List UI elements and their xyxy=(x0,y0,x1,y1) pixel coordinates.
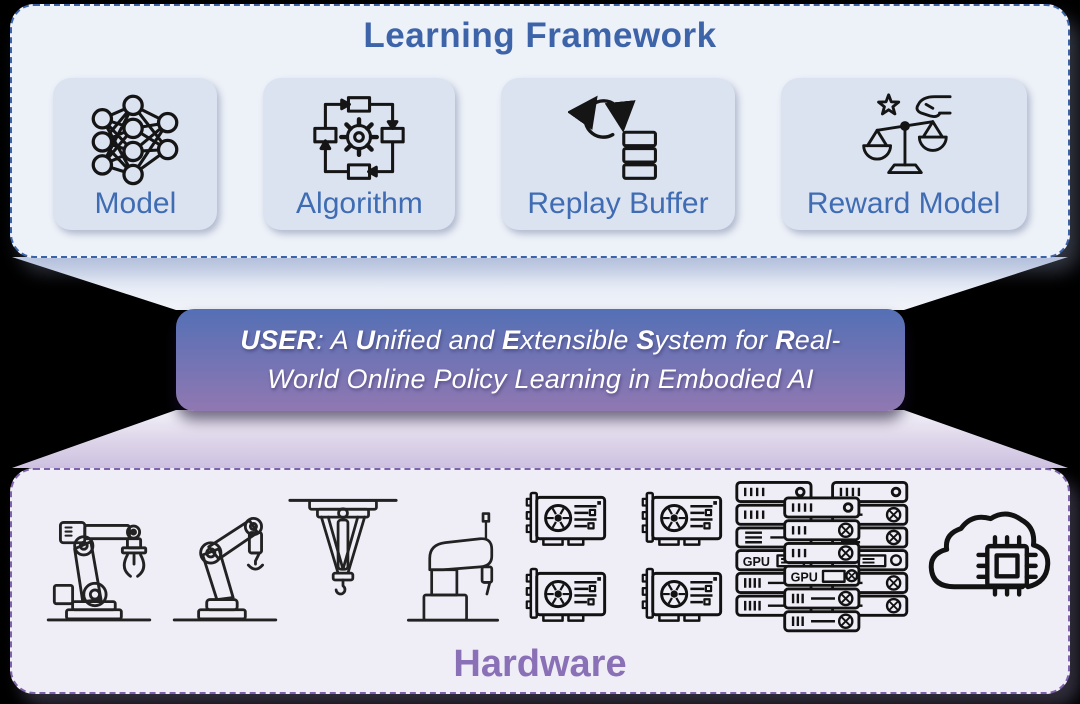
delta-robot-icon xyxy=(284,484,402,618)
cloud-chip-icon xyxy=(917,500,1062,612)
industrial-robot-arm-icon xyxy=(38,494,160,626)
model-card: Model xyxy=(53,78,218,230)
server-rack-icon: GPU GPU xyxy=(734,480,912,638)
reward-model-card: Reward Model xyxy=(780,78,1027,230)
algorithm-cycle-icon xyxy=(309,88,409,187)
algorithm-card: Algorithm xyxy=(263,78,456,230)
svg-text:GPU: GPU xyxy=(743,555,770,569)
hardware-panel: GPU GPU xyxy=(10,468,1070,694)
replay-buffer-card: Replay Buffer xyxy=(501,78,735,230)
neural-network-icon xyxy=(85,88,185,187)
articulated-robot-arm-icon xyxy=(164,494,286,626)
framework-to-banner-funnel xyxy=(12,257,1068,310)
card-label: Replay Buffer xyxy=(527,187,709,220)
banner-to-hardware-funnel xyxy=(12,410,1068,468)
framework-cards-row: Model xyxy=(12,78,1068,230)
gpu-card-icon xyxy=(630,566,736,628)
gpu-card-icon xyxy=(514,490,620,552)
card-label: Model xyxy=(94,187,177,220)
reward-scale-icon xyxy=(852,88,956,187)
framework-title: Learning Framework xyxy=(363,16,717,55)
learning-framework-panel: Learning Framework Model xyxy=(10,4,1070,258)
scara-robot-icon xyxy=(394,500,512,626)
user-system-banner: USER: A Unified and Extensible System fo… xyxy=(176,309,905,411)
gpu-card-icon xyxy=(514,566,620,628)
banner-text: USER: A Unified and Extensible System fo… xyxy=(240,324,841,394)
svg-text:GPU: GPU xyxy=(791,571,818,585)
card-label: Algorithm xyxy=(296,187,423,220)
gpu-cluster xyxy=(514,490,736,628)
card-label: Reward Model xyxy=(806,187,1001,220)
gpu-card-icon xyxy=(630,490,736,552)
replay-buffer-icon xyxy=(568,88,668,187)
hardware-title: Hardware xyxy=(453,643,627,685)
